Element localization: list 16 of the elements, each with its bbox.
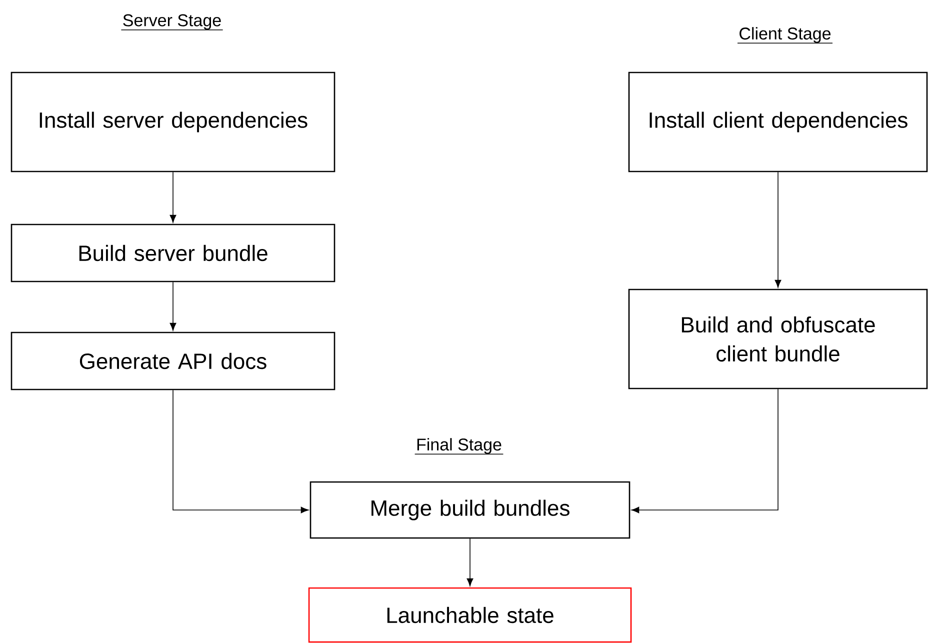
process-box: Install client dependencies <box>628 72 928 172</box>
stage-heading: Server Stage <box>120 14 224 30</box>
process-box: Launchable state <box>308 587 632 643</box>
arrow <box>466 538 474 586</box>
arrow <box>170 282 176 331</box>
process-box: Generate API docs <box>10 332 336 390</box>
arrow <box>172 390 309 514</box>
process-box: Build server bundle <box>10 224 336 282</box>
arrow <box>774 172 782 288</box>
stage-heading: Final Stage <box>414 438 504 455</box>
process-box: Build and obfuscate client bundle <box>628 288 928 390</box>
arrow <box>631 388 778 514</box>
stage-heading: Client Stage <box>737 27 833 44</box>
process-box: Install server dependencies <box>10 72 336 172</box>
process-box: Merge build bundles <box>310 481 630 539</box>
arrow <box>170 172 176 223</box>
